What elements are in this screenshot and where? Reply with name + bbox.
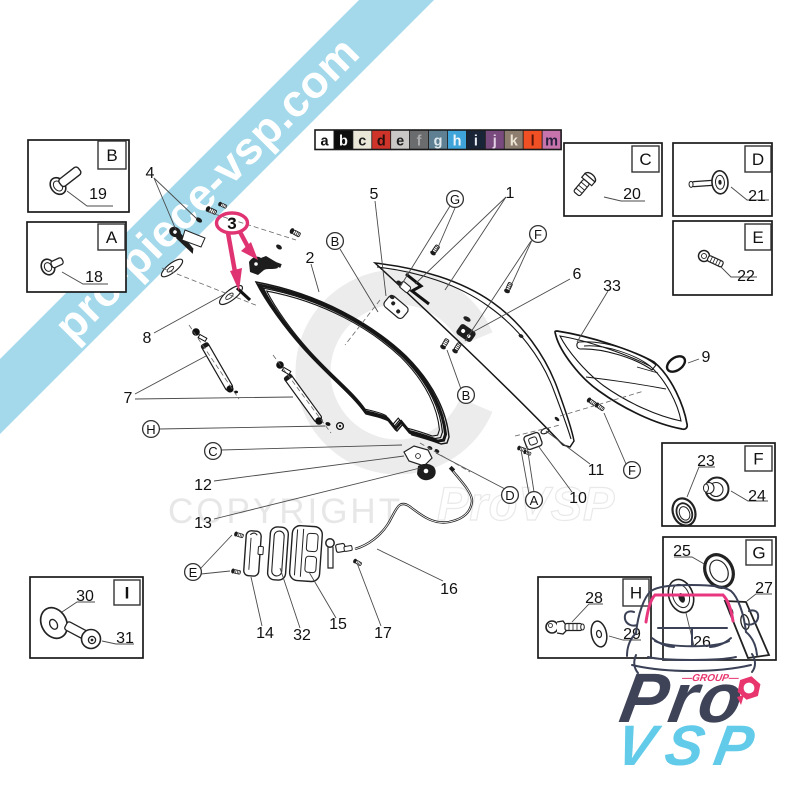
svg-text:COPYRIGHT: COPYRIGHT xyxy=(168,492,403,531)
svg-text:29: 29 xyxy=(623,626,641,643)
svg-text:g: g xyxy=(434,134,443,150)
svg-text:21: 21 xyxy=(748,188,766,205)
svg-text:10: 10 xyxy=(569,490,587,507)
svg-text:28: 28 xyxy=(585,590,603,607)
svg-text:b: b xyxy=(339,134,348,150)
svg-text:E: E xyxy=(189,565,198,580)
svg-text:E: E xyxy=(752,228,763,247)
svg-text:22: 22 xyxy=(737,268,755,285)
svg-text:B: B xyxy=(462,388,471,403)
svg-text:26: 26 xyxy=(693,634,711,651)
svg-text:G: G xyxy=(450,192,460,207)
svg-text:4: 4 xyxy=(146,165,155,182)
svg-text:3: 3 xyxy=(227,214,236,233)
svg-text:8: 8 xyxy=(143,330,152,347)
svg-text:33: 33 xyxy=(603,278,621,295)
svg-text:a: a xyxy=(320,134,329,150)
svg-text:j: j xyxy=(492,134,497,150)
svg-text:1: 1 xyxy=(506,185,515,202)
svg-text:I: I xyxy=(125,584,130,603)
svg-text:H: H xyxy=(630,584,642,603)
svg-text:2: 2 xyxy=(306,250,315,267)
svg-text:24: 24 xyxy=(748,488,766,505)
svg-text:32: 32 xyxy=(293,627,311,644)
svg-text:B: B xyxy=(106,146,117,165)
svg-text:9: 9 xyxy=(702,349,711,366)
svg-text:G: G xyxy=(752,544,765,563)
svg-text:m: m xyxy=(545,134,558,150)
svg-text:D: D xyxy=(752,150,764,169)
svg-text:13: 13 xyxy=(194,515,212,532)
svg-text:D: D xyxy=(505,488,514,503)
svg-text:A: A xyxy=(106,228,118,247)
svg-text:25: 25 xyxy=(673,543,691,560)
svg-text:C: C xyxy=(639,150,651,169)
svg-text:16: 16 xyxy=(440,581,458,598)
svg-text:19: 19 xyxy=(89,186,107,203)
svg-text:12: 12 xyxy=(194,477,212,494)
svg-text:15: 15 xyxy=(329,616,347,633)
svg-text:14: 14 xyxy=(256,625,274,642)
svg-text:11: 11 xyxy=(588,462,605,479)
svg-text:20: 20 xyxy=(623,186,641,203)
svg-text:A: A xyxy=(530,493,539,508)
svg-text:23: 23 xyxy=(697,453,715,470)
svg-text:17: 17 xyxy=(374,625,392,642)
svg-text:c: c xyxy=(358,134,366,150)
svg-text:7: 7 xyxy=(124,390,133,407)
svg-text:F: F xyxy=(753,450,763,469)
svg-text:k: k xyxy=(510,134,519,150)
svg-text:e: e xyxy=(396,134,404,150)
svg-text:31: 31 xyxy=(116,630,134,647)
svg-text:6: 6 xyxy=(573,266,582,283)
svg-text:C: C xyxy=(208,444,217,459)
svg-text:i: i xyxy=(474,134,478,150)
svg-text:f: f xyxy=(417,134,422,150)
svg-text:F: F xyxy=(628,463,636,478)
svg-text:VSP: VSP xyxy=(611,714,769,778)
svg-text:5: 5 xyxy=(370,186,379,203)
svg-text:—GROUP—: —GROUP— xyxy=(680,673,740,684)
svg-text:30: 30 xyxy=(76,588,94,605)
svg-text:18: 18 xyxy=(85,269,103,286)
svg-text:Pro: Pro xyxy=(615,658,751,736)
svg-text:l: l xyxy=(531,134,535,150)
svg-text:27: 27 xyxy=(755,580,773,597)
svg-text:B: B xyxy=(331,234,340,249)
svg-text:H: H xyxy=(146,422,155,437)
svg-text:d: d xyxy=(377,134,386,150)
svg-text:h: h xyxy=(453,134,462,150)
svg-text:F: F xyxy=(534,227,542,242)
